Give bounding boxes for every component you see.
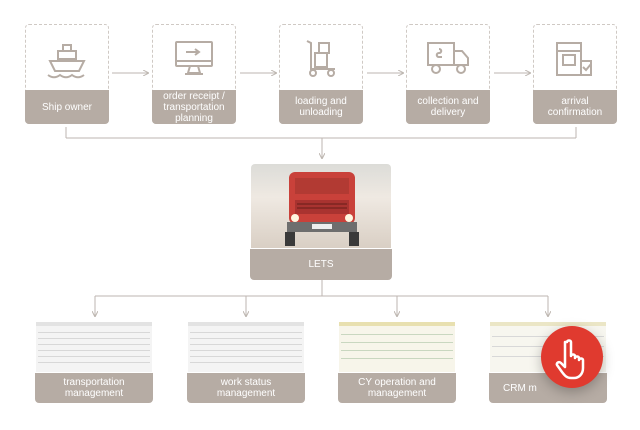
flow-step-label: loading and unloading <box>279 90 363 124</box>
module-cy-operation: CY operation and management <box>338 322 456 403</box>
lets-card: LETS <box>250 164 392 280</box>
hand-pointer-icon <box>555 339 585 380</box>
flow-step-order-receipt: order receipt / transportation planning <box>152 24 236 124</box>
flow-step-collection: collection and delivery <box>406 24 490 124</box>
delivery-truck-icon <box>427 42 469 74</box>
flow-step-loading: loading and unloading <box>279 24 363 124</box>
ship-icon <box>47 44 86 79</box>
hand-pointer-button[interactable] <box>541 326 603 388</box>
flow-step-arrival: arrival confirmation <box>533 24 617 124</box>
screenshot-thumbnail <box>339 322 455 372</box>
warehouse-icon <box>556 42 592 76</box>
monitor-icon <box>175 41 213 75</box>
red-truck-photo <box>251 164 391 248</box>
flow-step-label: Ship owner <box>25 90 109 124</box>
module-transportation-management: transportation management <box>35 322 153 403</box>
screenshot-thumbnail <box>36 322 152 372</box>
module-work-status-management: work status management <box>187 322 305 403</box>
lets-label: LETS <box>250 249 392 280</box>
module-label: work status management <box>187 373 305 403</box>
hand-truck-icon <box>306 40 335 77</box>
flow-step-label: order receipt / transportation planning <box>152 90 236 124</box>
module-label: CY operation and management <box>338 373 456 403</box>
screenshot-thumbnail <box>188 322 304 372</box>
flow-step-ship-owner: Ship owner <box>25 24 109 124</box>
flow-step-label: arrival confirmation <box>533 90 617 124</box>
flow-step-label: collection and delivery <box>406 90 490 124</box>
module-label: transportation management <box>35 373 153 403</box>
